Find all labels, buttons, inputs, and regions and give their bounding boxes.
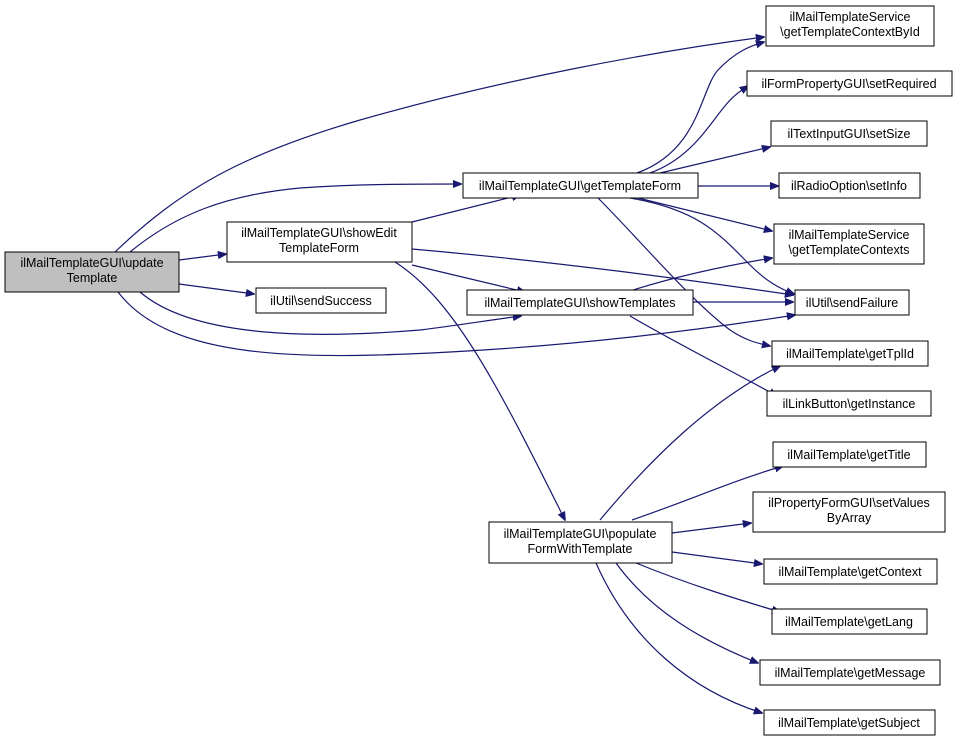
edge-update-to-get-template-context-by-id bbox=[114, 37, 764, 253]
edge-show-edit-to-send-failure bbox=[411, 248, 793, 295]
edge-update-to-send-failure bbox=[117, 291, 795, 357]
node-send-success[interactable]: ilUtil\sendSuccess bbox=[255, 287, 387, 314]
node-get-message-label: ilMailTemplate\getMessage bbox=[775, 666, 926, 680]
node-set-values-by-array[interactable]: ilPropertyFormGUI\setValues ByArray bbox=[752, 491, 946, 533]
edge-get-form-to-send-failure bbox=[629, 197, 794, 294]
edge-populate-to-get-tpl-id bbox=[599, 366, 780, 521]
node-send-failure-label: ilUtil\sendFailure bbox=[806, 296, 898, 310]
node-set-size-label: ilTextInputGUI\setSize bbox=[788, 127, 911, 141]
node-get-tpl-id-label: ilMailTemplate\getTplId bbox=[786, 347, 914, 361]
node-set-info[interactable]: ilRadioOption\setInfo bbox=[778, 172, 921, 199]
node-get-template-context-by-id-line-1: ilMailTemplateService bbox=[790, 10, 911, 24]
edge-populate-to-get-lang bbox=[635, 562, 780, 612]
node-get-template-form-label: ilMailTemplateGUI\getTemplateForm bbox=[479, 179, 681, 193]
node-get-instance-label: ilLinkButton\getInstance bbox=[783, 397, 916, 411]
edge-populate-to-get-message bbox=[615, 562, 758, 663]
node-populate-form-with-template-line-2: FormWithTemplate bbox=[528, 542, 633, 556]
node-show-edit-template-form[interactable]: ilMailTemplateGUI\showEdit TemplateForm bbox=[226, 221, 413, 263]
edge-show-templates-to-get-template-contexts bbox=[629, 258, 772, 292]
edge-populate-to-get-subject bbox=[595, 562, 762, 713]
node-get-template-contexts-line-2: \getTemplateContexts bbox=[789, 243, 910, 257]
node-get-template-contexts-line-1: ilMailTemplateService bbox=[789, 228, 910, 242]
node-show-templates-label: ilMailTemplateGUI\showTemplates bbox=[484, 296, 675, 310]
edge-update-to-get-template-form bbox=[129, 184, 461, 253]
node-get-tpl-id[interactable]: ilMailTemplate\getTplId bbox=[771, 340, 929, 367]
node-update-template-line-2: Template bbox=[67, 271, 118, 285]
node-get-title[interactable]: ilMailTemplate\getTitle bbox=[772, 441, 927, 468]
node-get-instance[interactable]: ilLinkButton\getInstance bbox=[766, 390, 932, 417]
node-update-template-line-1: ilMailTemplateGUI\update bbox=[20, 256, 163, 270]
node-set-required-label: ilFormPropertyGUI\setRequired bbox=[761, 77, 936, 91]
edge-populate-to-set-values-by-array bbox=[671, 523, 751, 534]
edge-populate-to-get-context bbox=[671, 551, 762, 564]
node-send-failure[interactable]: ilUtil\sendFailure bbox=[794, 289, 910, 316]
node-get-title-label: ilMailTemplate\getTitle bbox=[787, 448, 910, 462]
node-set-values-by-array-line-2: ByArray bbox=[827, 511, 872, 525]
node-update-template[interactable]: ilMailTemplateGUI\update Template bbox=[4, 251, 180, 293]
edge-update-to-send-success bbox=[178, 283, 254, 294]
node-set-size[interactable]: ilTextInputGUI\setSize bbox=[770, 120, 928, 147]
node-get-context[interactable]: ilMailTemplate\getContext bbox=[763, 558, 938, 585]
edge-get-form-to-set-required bbox=[649, 86, 748, 174]
edge-update-to-show-templates bbox=[139, 291, 521, 335]
node-set-required[interactable]: ilFormPropertyGUI\setRequired bbox=[746, 70, 953, 97]
node-send-success-label: ilUtil\sendSuccess bbox=[270, 294, 371, 308]
node-get-lang-label: ilMailTemplate\getLang bbox=[785, 615, 913, 629]
edge-get-form-to-get-tpl-id bbox=[597, 197, 770, 346]
node-get-lang[interactable]: ilMailTemplate\getLang bbox=[771, 608, 928, 635]
node-get-template-context-by-id-line-2: \getTemplateContextById bbox=[780, 25, 920, 39]
node-show-edit-template-form-line-1: ilMailTemplateGUI\showEdit bbox=[241, 226, 397, 240]
node-set-values-by-array-line-1: ilPropertyFormGUI\setValues bbox=[768, 496, 930, 510]
node-get-template-contexts[interactable]: ilMailTemplateService \getTemplateContex… bbox=[773, 223, 925, 265]
edge-show-templates-to-get-instance bbox=[629, 315, 777, 396]
node-populate-form-with-template-line-1: ilMailTemplateGUI\populate bbox=[504, 527, 657, 541]
edge-populate-to-get-title bbox=[631, 466, 783, 521]
edge-get-form-to-set-size bbox=[659, 147, 770, 174]
edge-get-form-to-get-template-context-by-id bbox=[636, 42, 764, 174]
node-get-message[interactable]: ilMailTemplate\getMessage bbox=[759, 659, 941, 686]
node-get-subject-label: ilMailTemplate\getSubject bbox=[778, 716, 920, 730]
edge-show-edit-to-get-template-form bbox=[411, 195, 520, 223]
edge-get-form-to-get-template-contexts bbox=[637, 197, 772, 231]
node-populate-form-with-template[interactable]: ilMailTemplateGUI\populate FormWithTempl… bbox=[488, 521, 673, 564]
edge-show-edit-to-show-templates bbox=[411, 264, 525, 292]
node-show-edit-template-form-line-2: TemplateForm bbox=[279, 241, 359, 255]
node-get-context-label: ilMailTemplate\getContext bbox=[778, 565, 922, 579]
node-get-template-context-by-id[interactable]: ilMailTemplateService \getTemplateContex… bbox=[765, 5, 935, 47]
node-set-info-label: ilRadioOption\setInfo bbox=[791, 179, 907, 193]
edge-show-edit-to-populate bbox=[394, 261, 565, 520]
node-get-subject[interactable]: ilMailTemplate\getSubject bbox=[763, 709, 936, 736]
node-get-template-form[interactable]: ilMailTemplateGUI\getTemplateForm bbox=[462, 172, 699, 199]
node-show-templates[interactable]: ilMailTemplateGUI\showTemplates bbox=[466, 289, 694, 316]
edge-update-to-show-edit bbox=[178, 254, 226, 261]
